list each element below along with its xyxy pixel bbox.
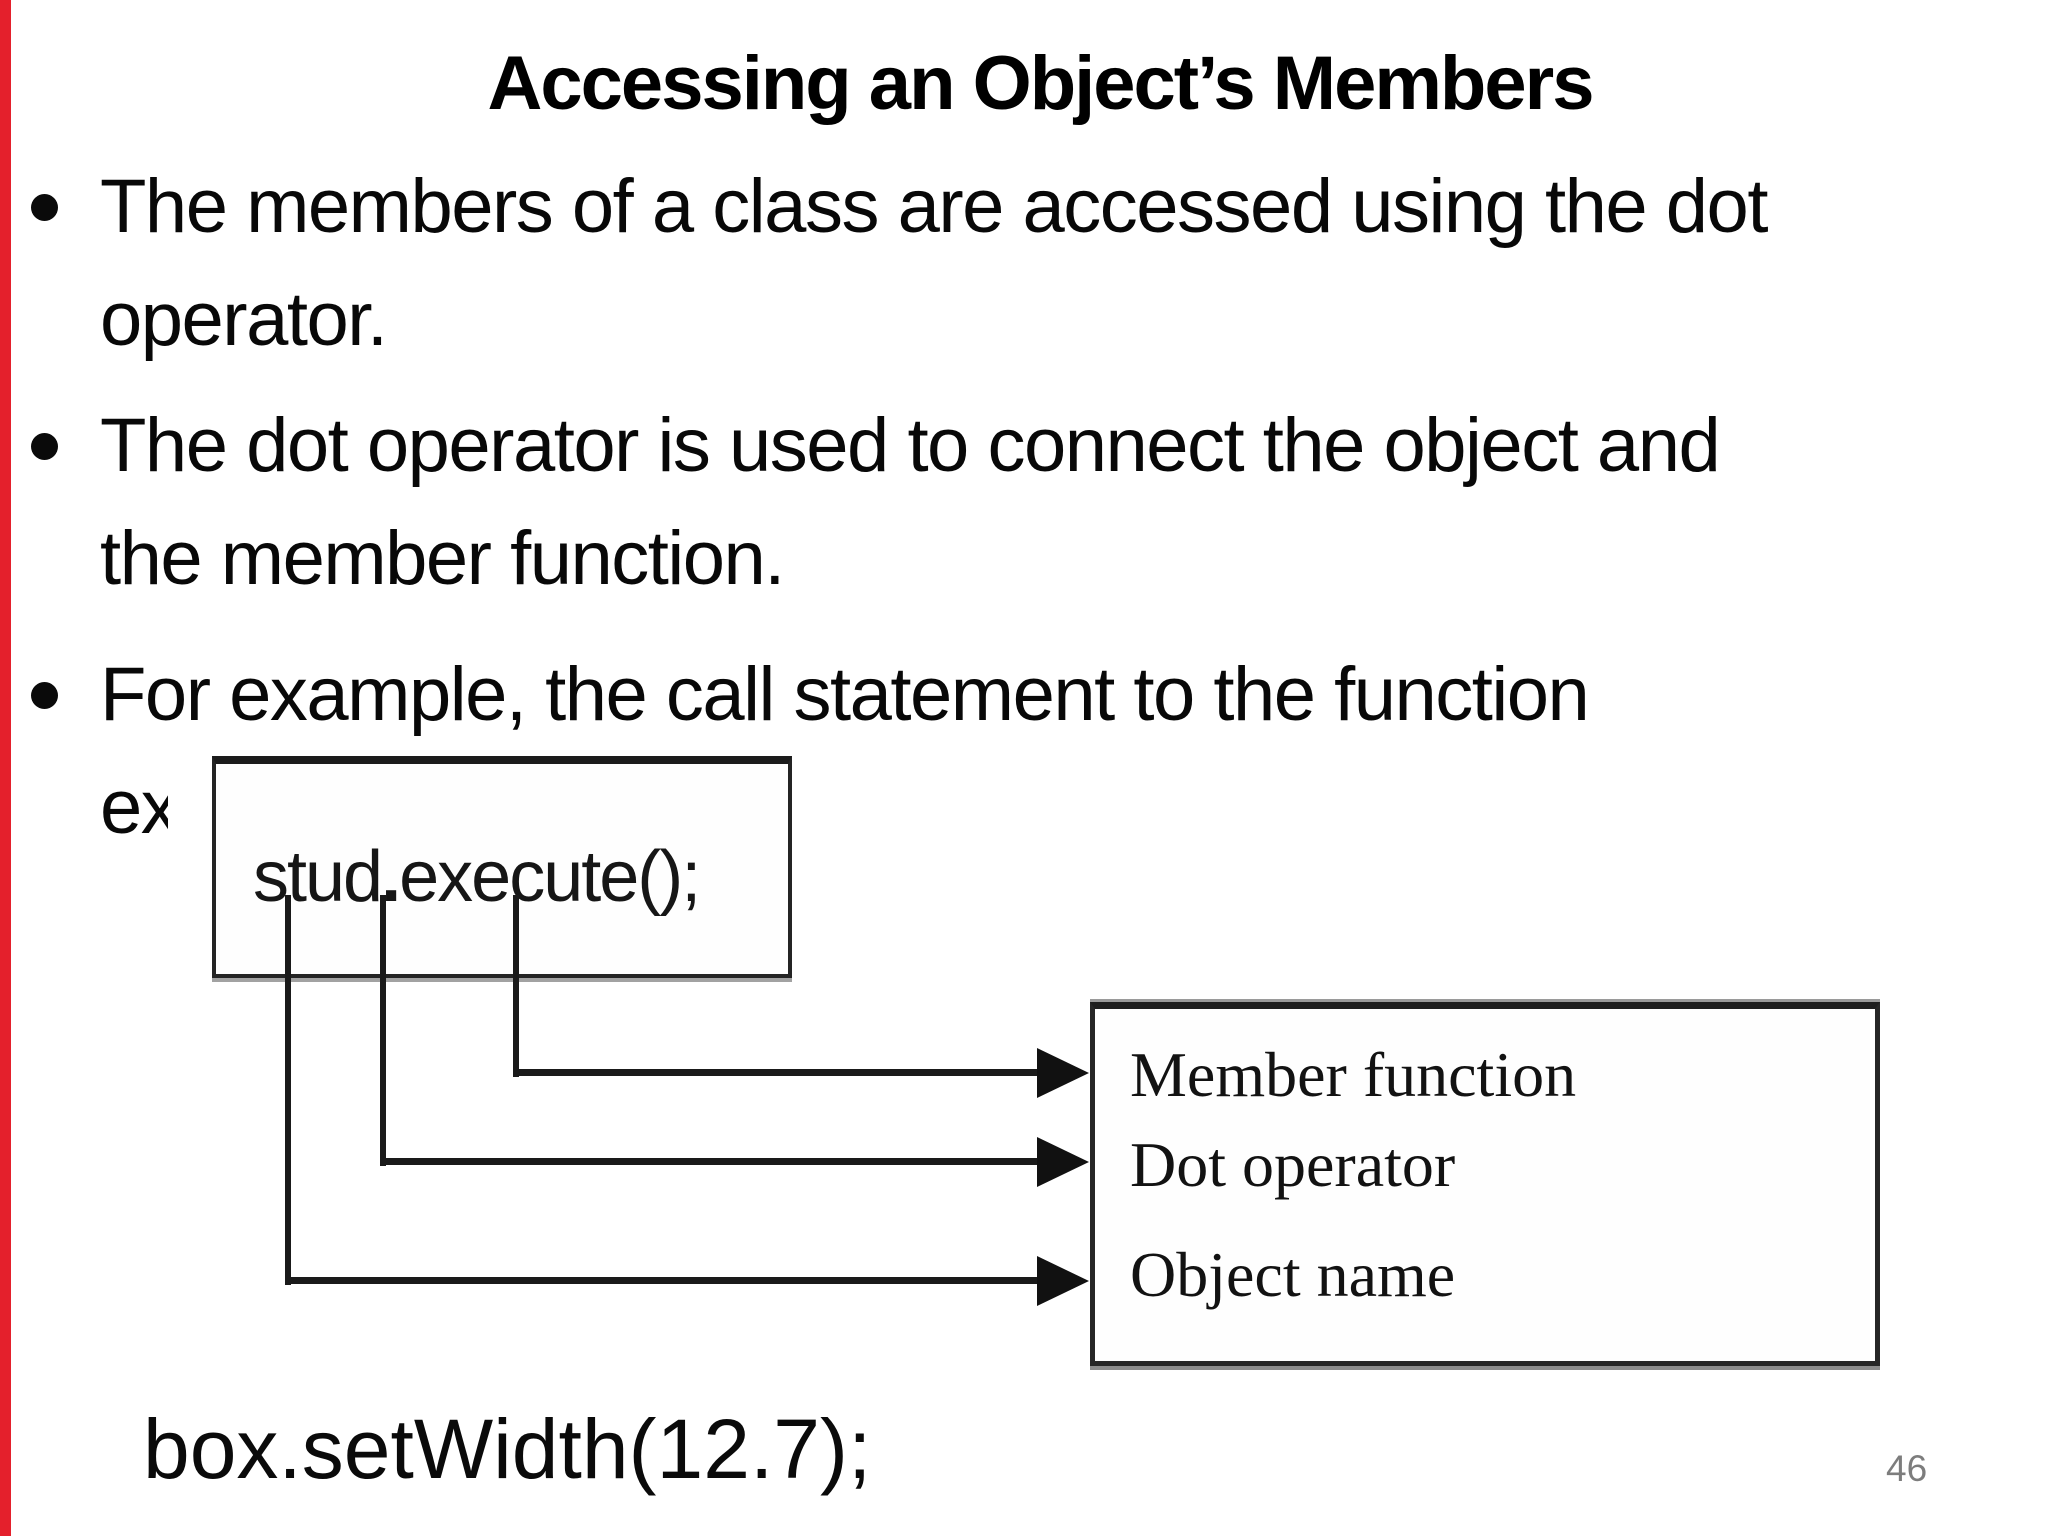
bullet-1-line-1: The members of a class are accessed usin…	[100, 164, 1768, 249]
code-object-name: stud	[253, 837, 383, 917]
label-object-name: Object name	[1130, 1239, 1456, 1310]
arrowhead-icon-member	[1037, 1048, 1089, 1098]
arrowhead-icon-dot	[1037, 1137, 1089, 1187]
connector-hline-object	[288, 1277, 1042, 1284]
bullet-dot-icon	[31, 194, 58, 221]
bullet-item-2: The dot operator is used to connect the …	[31, 389, 2020, 615]
labels-box	[1090, 1002, 1880, 1366]
label-member-function: Member function	[1130, 1039, 1577, 1110]
code-member-function: execute();	[399, 837, 701, 917]
bullet-1-line-2: operator.	[100, 277, 388, 362]
code-example-line: box.setWidth(12.7);	[143, 1402, 872, 1496]
label-dot-operator: Dot operator	[1130, 1129, 1456, 1200]
bullet-dot-icon	[31, 682, 58, 709]
bullet-3-line-2: ex	[100, 765, 179, 850]
diagram-figure: stud.execute(); Member function Dot oper…	[168, 748, 1883, 1373]
connector-hline-member	[516, 1069, 1042, 1076]
bullet-dot-icon	[31, 433, 58, 460]
bullet-item-3: For example, the call statement to the f…	[31, 638, 2020, 864]
bullet-2-line-1: The dot operator is used to connect the …	[100, 403, 1721, 488]
connector-hline-dot	[383, 1158, 1042, 1165]
code-statement: stud.execute();	[253, 832, 701, 922]
slide-title: Accessing an Object’s Members	[487, 41, 1595, 126]
connector-vline-dot	[380, 895, 386, 1166]
page-number: 46	[1886, 1448, 1928, 1489]
code-dot-operator: .	[381, 837, 401, 917]
connector-vline-member	[513, 895, 519, 1077]
bullet-3-line-1: For example, the call statement to the f…	[100, 652, 1590, 737]
code-box: stud.execute();	[212, 756, 792, 978]
bullet-item-1: The members of a class are accessed usin…	[31, 150, 2020, 376]
arrowhead-icon-object	[1037, 1256, 1089, 1306]
connector-vline-object	[285, 895, 291, 1285]
left-accent-strip	[0, 0, 11, 1536]
bullet-2-line-2: the member function.	[100, 516, 785, 601]
